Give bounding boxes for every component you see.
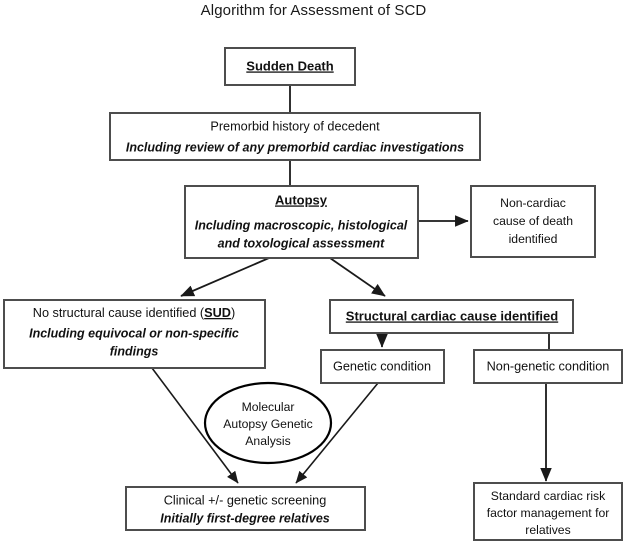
node-premorbid-line1: Premorbid history of decedent: [210, 119, 380, 133]
node-sudden-death-label: Sudden Death: [246, 58, 333, 73]
node-standard-line1: Standard cardiac risk: [491, 489, 606, 503]
node-sud-line1-pre: No structural cause identified (: [33, 306, 205, 320]
node-molecular-line2: Autopsy Genetic: [223, 417, 312, 431]
node-standard-risk-management[interactable]: Standard cardiac risk factor management …: [473, 482, 623, 541]
node-sud-line1-bold: SUD: [204, 306, 231, 320]
node-autopsy-title: Autopsy: [275, 192, 328, 207]
node-genetic-condition[interactable]: Genetic condition: [320, 349, 445, 384]
node-clinical-line2: Initially first-degree relatives: [160, 511, 330, 525]
node-non-cardiac-line3: identified: [509, 232, 558, 246]
node-standard-line2: factor management for: [487, 506, 610, 520]
connector-genetic-to-clinical: [295, 382, 379, 484]
node-sud-line1: No structural cause identified (SUD): [33, 306, 235, 320]
node-clinical-screening[interactable]: Clinical +/- genetic screening Initially…: [125, 486, 366, 531]
node-non-cardiac-cause[interactable]: Non-cardiac cause of death identified: [470, 185, 596, 258]
node-non-cardiac-line2: cause of death: [493, 214, 573, 228]
node-premorbid-history[interactable]: Premorbid history of decedent Including …: [109, 112, 481, 161]
node-non-cardiac-line1: Non-cardiac: [500, 196, 566, 210]
node-molecular-line3: Analysis: [245, 434, 290, 448]
node-sud-line1-post: ): [231, 306, 235, 320]
connector-autopsy-to-sud: [180, 257, 270, 297]
node-sud[interactable]: No structural cause identified (SUD) Inc…: [3, 299, 266, 369]
node-molecular-autopsy[interactable]: Molecular Autopsy Genetic Analysis: [203, 381, 333, 465]
node-sud-line2: Including equivocal or non-specific: [29, 326, 239, 340]
node-autopsy[interactable]: Autopsy Including macroscopic, histologi…: [184, 185, 419, 259]
node-sud-line3: findings: [110, 344, 159, 358]
node-non-genetic-condition[interactable]: Non-genetic condition: [473, 349, 623, 384]
page-title: Algorithm for Assessment of SCD: [200, 2, 427, 19]
node-clinical-line1: Clinical +/- genetic screening: [164, 493, 327, 507]
node-molecular-line1: Molecular: [242, 400, 295, 414]
node-sudden-death[interactable]: Sudden Death: [224, 47, 356, 86]
node-premorbid-line2: Including review of any premorbid cardia…: [126, 140, 464, 154]
connector-sud-to-clinical: [151, 367, 239, 484]
node-non-genetic-label: Non-genetic condition: [487, 359, 610, 373]
node-genetic-label: Genetic condition: [333, 359, 431, 373]
connector-autopsy-to-structural: [329, 257, 386, 297]
node-structural-label: Structural cardiac cause identified: [346, 308, 558, 323]
node-autopsy-line1: Including macroscopic, histological: [195, 218, 408, 232]
node-standard-line3: relatives: [525, 523, 570, 537]
node-structural-cardiac-cause[interactable]: Structural cardiac cause identified: [329, 299, 574, 334]
node-autopsy-line2: and toxological assessment: [218, 236, 386, 250]
